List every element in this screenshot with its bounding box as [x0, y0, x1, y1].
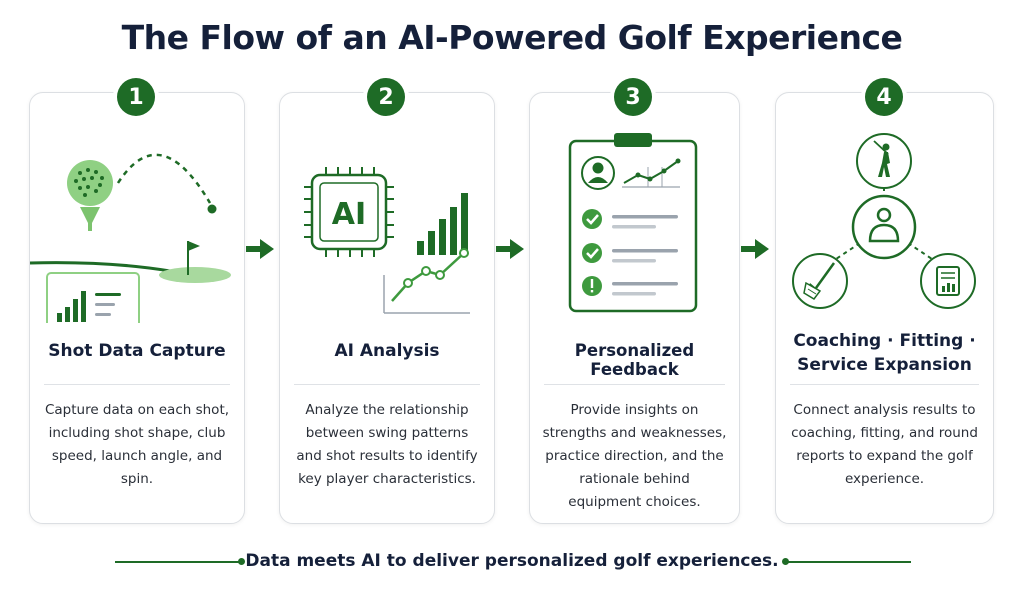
divider — [44, 384, 230, 385]
footer-tagline: Data meets AI to deliver personalized go… — [245, 551, 779, 571]
coach-icon — [851, 194, 917, 260]
step-4-description: Connect analysis results to coaching, fi… — [791, 402, 978, 487]
alert-icon — [582, 276, 602, 296]
bar-chart-icon — [417, 193, 468, 255]
ai-analysis-illustration: AI — [304, 167, 470, 314]
divider — [544, 384, 725, 385]
chip-label: AI — [332, 197, 366, 232]
arrow-right-icon — [246, 239, 274, 259]
footer-line-right — [785, 561, 911, 563]
step-2-title: AI Analysis — [334, 341, 440, 361]
divider — [294, 384, 480, 385]
report-icon — [920, 253, 976, 309]
step-card-4: Coaching · Fitting · Service Expansion C… — [775, 92, 994, 524]
stats-card-icon — [46, 272, 140, 323]
page-title: The Flow of an AI-Powered Golf Experienc… — [121, 18, 903, 57]
step-4-title: Coaching · Fitting · Service Expansion — [782, 329, 987, 377]
flag-green-icon — [159, 241, 231, 283]
ai-chip-icon: AI — [304, 167, 394, 257]
arrow-right-icon — [741, 239, 769, 259]
step-3-badge: 3 — [614, 78, 652, 116]
club-fitting-icon — [792, 253, 848, 309]
step-4-badge: 4 — [865, 78, 903, 116]
divider — [790, 384, 979, 385]
step-1-title: Shot Data Capture — [48, 341, 226, 361]
step-4-title-line1: Coaching · Fitting · — [793, 331, 976, 351]
ball-flight-path-icon — [116, 153, 212, 204]
step-2-badge: 2 — [367, 78, 405, 116]
trend-chart-icon — [622, 158, 681, 188]
step-4-title-line2: Service Expansion — [797, 355, 972, 375]
fairway-line — [30, 261, 171, 273]
step-2-description: Analyze the relationship between swing p… — [296, 402, 478, 487]
feedback-illustration — [568, 133, 698, 313]
landing-ball-icon — [207, 204, 217, 214]
step-card-3: Personalized Feedback Provide insights o… — [529, 92, 740, 524]
step-3-description: Provide insights on strengths and weakne… — [542, 402, 727, 510]
service-expansion-illustration — [792, 133, 976, 309]
golfer-icon — [856, 133, 912, 189]
step-1-description: Capture data on each shot, including sho… — [44, 402, 230, 487]
golf-ball-on-tee-icon — [67, 160, 113, 231]
step-1-badge: 1 — [117, 78, 155, 116]
footer-dot-left — [238, 558, 245, 565]
footer-line-left — [115, 561, 241, 563]
step-3-title: Personalized Feedback — [574, 341, 695, 379]
arrow-right-icon — [496, 239, 524, 259]
check-icon — [582, 209, 602, 229]
check-icon — [582, 243, 602, 263]
line-chart-icon — [383, 248, 470, 314]
step-card-2: AI AI Analysis Analyze the relationship … — [279, 92, 495, 524]
shot-capture-illustration — [30, 153, 231, 323]
user-avatar-icon — [581, 156, 615, 190]
step-card-1: Shot Data Capture Capture data on each s… — [29, 92, 245, 524]
footer-dot-right — [782, 558, 789, 565]
